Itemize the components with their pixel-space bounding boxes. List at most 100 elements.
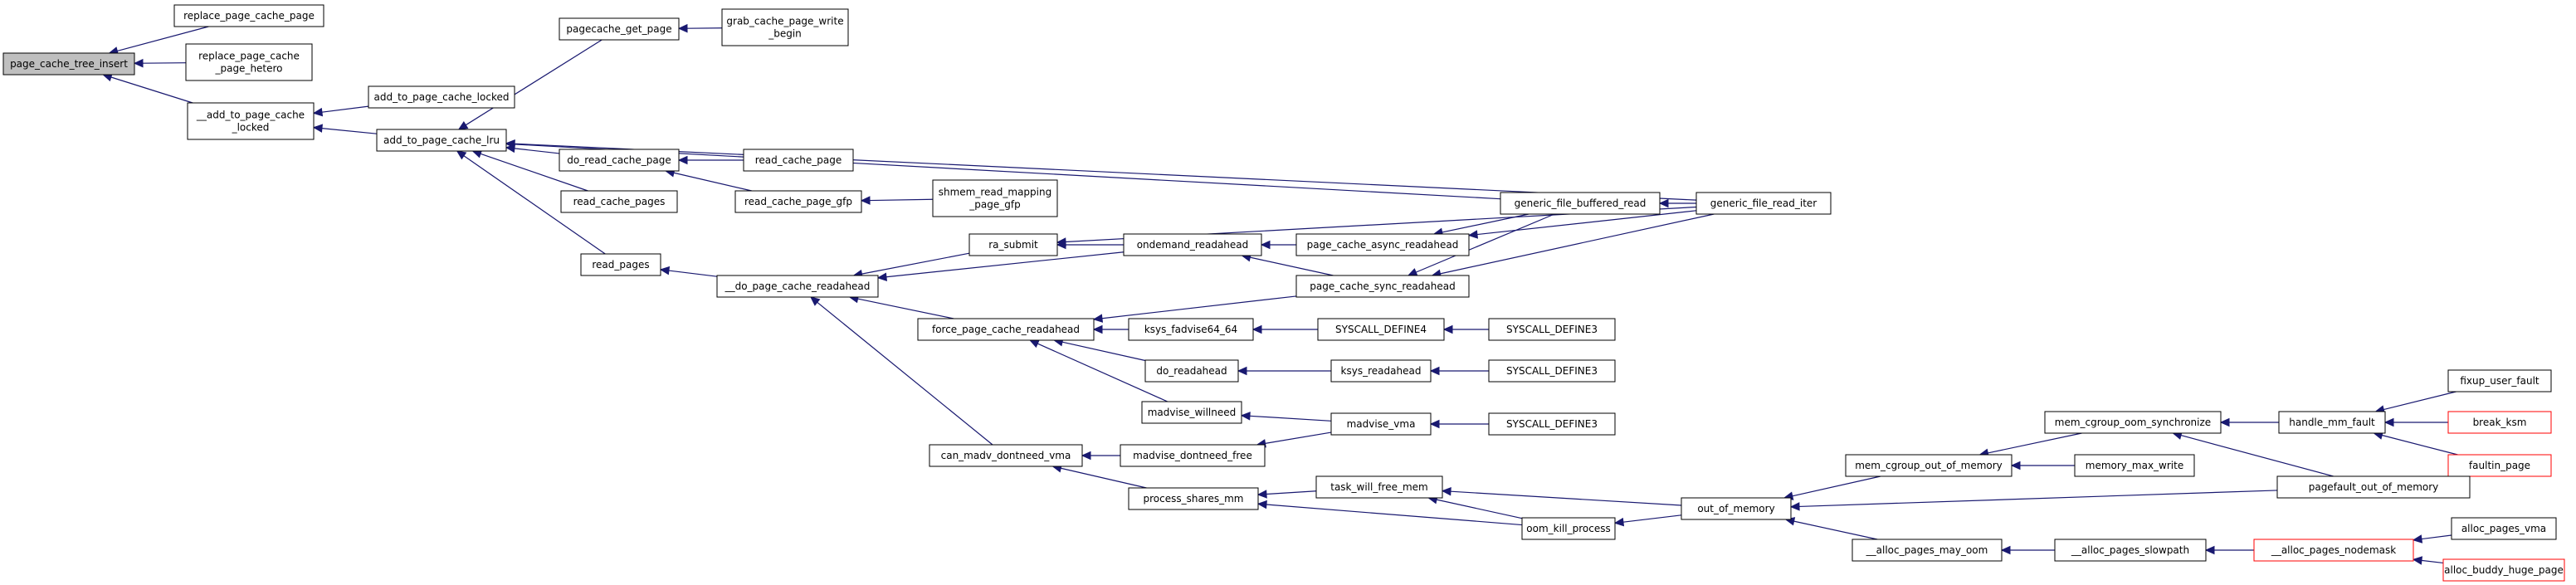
function-node[interactable]: read_pages <box>580 253 661 276</box>
node-label: do_readahead <box>1156 365 1227 377</box>
function-node[interactable]: SYSCALL_DEFINE3 <box>1488 359 1616 383</box>
arrowhead-icon <box>1251 324 1262 334</box>
arrowhead-icon <box>2383 417 2394 427</box>
function-node[interactable]: page_cache_sync_readahead <box>1295 275 1470 298</box>
function-node[interactable]: memory_max_write <box>2074 454 2195 477</box>
node-box <box>1317 318 1445 341</box>
node-label: read_cache_page_gfp <box>744 196 852 207</box>
arrowhead-icon <box>457 120 469 130</box>
function-node[interactable]: madvise_vma <box>1330 412 1432 436</box>
function-node[interactable]: __do_page_cache_readahead <box>716 275 879 298</box>
function-node[interactable]: do_read_cache_page <box>559 149 680 172</box>
node-box <box>743 149 854 172</box>
arrowhead-icon <box>1056 240 1066 250</box>
function-node[interactable]: SYSCALL_DEFINE4 <box>1317 318 1445 341</box>
function-node[interactable]: task_will_free_mem <box>1315 475 1443 499</box>
function-node[interactable]: __alloc_pages_slowpath <box>2054 539 2207 562</box>
node-label: handle_mm_fault <box>2289 417 2375 428</box>
function-node[interactable]: fixup_user_fault <box>2447 369 2552 392</box>
arrowhead-icon <box>1092 314 1104 323</box>
edge-n12-to-n5 <box>480 153 588 192</box>
function-node[interactable]: __add_to_page_cache_locked <box>187 102 315 140</box>
function-node[interactable]: out_of_memory <box>1681 497 1792 520</box>
function-node[interactable]: SYSCALL_DEFINE3 <box>1488 412 1616 436</box>
function-node[interactable]: process_shares_mm <box>1128 487 1259 510</box>
arrowhead-icon <box>1442 324 1453 334</box>
node-label: task_will_free_mem <box>1330 481 1428 493</box>
node-label: replace_page_cache <box>198 51 300 62</box>
arrowhead-icon <box>1789 502 1800 511</box>
arrowhead-icon <box>456 150 467 160</box>
edge-n29-to-n28 <box>1249 415 1332 422</box>
arrowhead-icon <box>1429 419 1440 429</box>
node-box <box>1488 412 1616 436</box>
node-box <box>1488 359 1616 383</box>
function-node[interactable]: __alloc_pages_may_oom <box>1852 539 2003 562</box>
node-label: __do_page_cache_readahead <box>724 280 871 292</box>
function-node[interactable]: do_readahead <box>1144 359 1239 383</box>
edge-n20-to-n17 <box>1476 210 1697 236</box>
node-label: read_pages <box>592 259 649 271</box>
function-node[interactable]: pagecache_get_page <box>559 17 680 41</box>
node-label: page_cache_sync_readahead <box>1310 280 1455 292</box>
function-node[interactable]: read_cache_page <box>743 149 854 172</box>
function-node[interactable]: grab_cache_page_write_begin <box>721 8 849 46</box>
node-box <box>173 4 324 27</box>
arrowhead-icon <box>2219 417 2230 427</box>
function-node[interactable]: faultin_page <box>2447 454 2552 477</box>
function-node[interactable]: SYSCALL_DEFINE3 <box>1488 318 1616 341</box>
function-node[interactable]: page_cache_async_readahead <box>1295 233 1470 256</box>
node-box <box>968 233 1058 256</box>
function-node[interactable]: generic_file_read_iter <box>1695 192 1832 215</box>
function-node[interactable]: oom_kill_process <box>1521 517 1616 540</box>
node-box <box>2451 517 2557 540</box>
function-node[interactable]: ksys_readahead <box>1330 359 1432 383</box>
function-node[interactable]: __alloc_pages_nodemask <box>2253 539 2414 562</box>
function-node[interactable]: ksys_fadvise64_64 <box>1128 318 1254 341</box>
function-node[interactable]: madvise_dontneed_free <box>1120 444 1266 467</box>
function-node[interactable]: add_to_page_cache_lru <box>376 129 507 152</box>
function-node[interactable]: break_ksm <box>2447 411 2552 434</box>
node-label: madvise_dontneed_free <box>1133 450 1252 461</box>
node-label: SYSCALL_DEFINE3 <box>1506 365 1598 377</box>
node-label: add_to_page_cache_locked <box>374 91 510 103</box>
edge-n43-to-n40 <box>2382 434 2458 456</box>
function-node[interactable]: alloc_pages_vma <box>2451 517 2557 540</box>
function-node[interactable]: replace_page_cache_page_hetero <box>185 43 313 81</box>
function-node[interactable]: read_cache_page_gfp <box>734 190 862 213</box>
edge-n8-to-n5 <box>514 148 560 154</box>
function-node[interactable]: ra_submit <box>968 233 1058 256</box>
node-box <box>580 253 661 276</box>
function-node[interactable]: read_cache_pages <box>560 190 678 213</box>
function-node[interactable]: mem_cgroup_oom_synchronize <box>2044 411 2222 434</box>
function-node[interactable]: replace_page_cache_page <box>173 4 324 27</box>
arrowhead-icon <box>1029 339 1040 349</box>
function-node[interactable]: mem_cgroup_out_of_memory <box>1845 454 2013 477</box>
node-box <box>2253 539 2414 562</box>
function-node[interactable]: handle_mm_fault <box>2278 411 2386 434</box>
arrowhead-icon <box>1256 500 1267 509</box>
function-node[interactable]: force_page_cache_readahead <box>917 318 1095 341</box>
node-label: _page_gfp <box>968 199 1020 211</box>
arrowhead-icon <box>1256 490 1267 499</box>
node-label: madvise_vma <box>1347 418 1416 430</box>
node-label: fixup_user_fault <box>2460 375 2539 387</box>
function-node[interactable]: add_to_page_cache_locked <box>368 85 515 109</box>
node-box <box>1845 454 2013 477</box>
arrowhead-icon <box>2000 545 2011 555</box>
node-box <box>721 8 849 46</box>
function-node[interactable]: shmem_read_mapping_page_gfp <box>932 179 1058 217</box>
node-box <box>2447 369 2552 392</box>
function-node[interactable]: ondemand_readahead <box>1123 233 1262 256</box>
function-node[interactable]: madvise_willneed <box>1141 401 1242 424</box>
function-node[interactable]: can_madv_dontneed_vma <box>929 444 1083 467</box>
node-label: read_cache_page <box>755 154 842 166</box>
function-node[interactable]: generic_file_buffered_read <box>1500 192 1661 215</box>
edge-n36-to-n34 <box>1450 490 1682 506</box>
node-box <box>932 179 1058 217</box>
function-node[interactable]: alloc_buddy_huge_page <box>2442 558 2565 582</box>
edge-n6-to-n5 <box>465 39 603 126</box>
node-label: ondemand_readahead <box>1137 239 1249 251</box>
function-node[interactable]: pagefault_out_of_memory <box>2276 475 2471 499</box>
